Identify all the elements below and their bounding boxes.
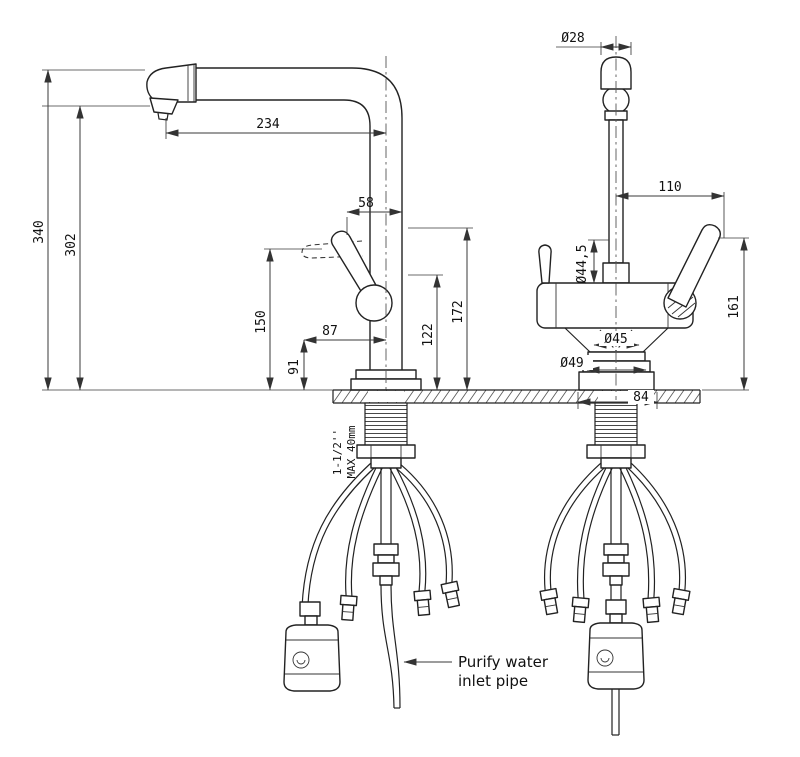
dim-outlet-height: 91 — [287, 359, 302, 375]
dim-hole-span: 84 — [633, 390, 649, 405]
purify-callout-line1: Purify water — [458, 653, 549, 671]
under-counter-left: 1-1/2'' MAX 40mm — [283, 402, 461, 709]
front-spout-cap — [600, 56, 632, 90]
dim-spout-height: 302 — [64, 233, 79, 256]
dim-base-dia: Ø49 — [560, 356, 583, 371]
dim-handle-clearance: 150 — [254, 310, 269, 333]
hose-fitting — [339, 594, 358, 622]
supply-hoses-right — [539, 462, 691, 624]
mounting-shank-left — [356, 402, 416, 469]
side-handle-lever — [330, 230, 379, 297]
dim-handle-height: 161 — [727, 295, 742, 318]
dim-overall-height: 340 — [32, 220, 47, 243]
hose-fitting — [571, 596, 590, 624]
dim-spout-reach: 234 — [256, 117, 280, 132]
dim-body-height: 122 — [421, 323, 436, 346]
hose-fitting — [440, 580, 461, 609]
side-spray-nozzle — [149, 97, 179, 115]
hose-fitting — [539, 587, 559, 616]
supply-hoses-left — [301, 462, 461, 622]
check-valve-stack-right — [602, 466, 630, 600]
dim-handle-length: 110 — [658, 180, 681, 195]
front-base — [578, 371, 655, 391]
purify-inlet-pipe — [380, 584, 401, 709]
purify-callout: Purify water inlet pipe — [403, 653, 549, 690]
mount-note-line1: 1-1/2'' — [331, 429, 344, 475]
dim-cone-dia: Ø45 — [604, 332, 627, 347]
front-left-lever — [538, 244, 552, 284]
dim-handle-offset: 87 — [322, 324, 338, 339]
dim-body-dia: Ø44,5 — [575, 244, 590, 283]
front-view-dimensions: Ø28 110 Ø44,5 161 Ø45 Ø49 84 — [551, 31, 749, 409]
side-spout-tube — [189, 67, 403, 373]
front-handle-lever — [667, 223, 722, 308]
side-ball-joint — [355, 284, 393, 322]
side-view-dimensions: 340 302 234 58 150 87 91 122 172 — [32, 69, 473, 391]
hose-fitting — [671, 587, 691, 616]
filter-cartridge-right — [587, 599, 645, 736]
side-handle-dashed-position — [301, 240, 364, 259]
side-view-faucet — [146, 56, 422, 400]
dim-lever-height: 172 — [451, 300, 466, 323]
mounting-shank-right — [586, 402, 646, 469]
dim-top-width: 58 — [358, 196, 374, 211]
purify-callout-line2: inlet pipe — [458, 672, 528, 690]
side-spray-head — [146, 63, 197, 103]
under-counter-right — [539, 402, 691, 736]
hose-fitting — [413, 589, 432, 617]
mount-note-line2: MAX 40mm — [345, 425, 358, 478]
hose-fitting — [642, 596, 661, 624]
filter-cartridge-left — [283, 601, 341, 692]
dim-spout-dia: Ø28 — [561, 31, 584, 46]
check-valve-stack-left — [372, 466, 400, 586]
